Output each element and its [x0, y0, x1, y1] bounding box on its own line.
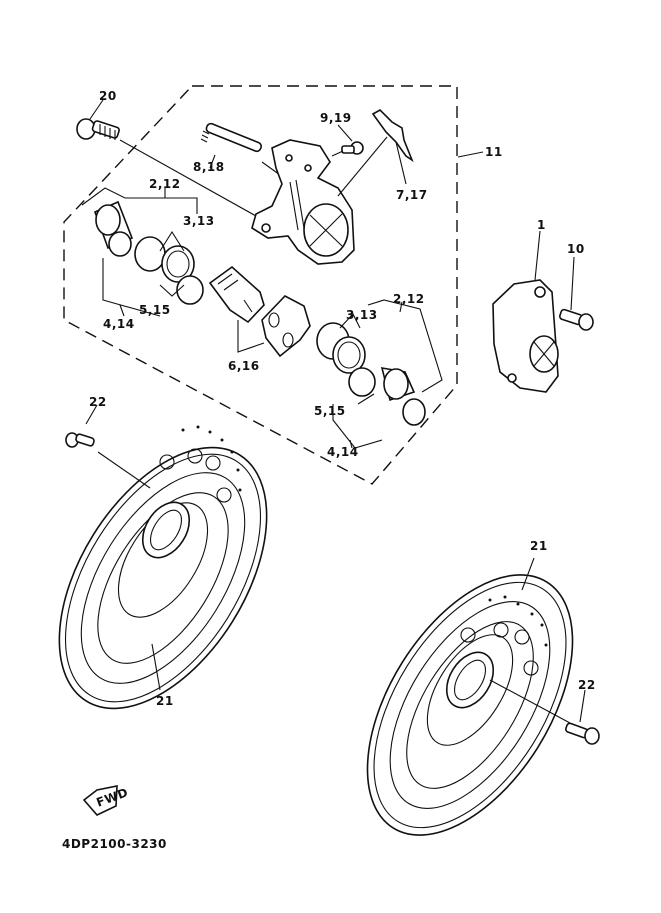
callout-8-18: 8,18: [193, 160, 225, 174]
piston-kit-left[interactable]: [93, 200, 204, 305]
brake-disc-right[interactable]: [325, 540, 614, 871]
callout-10: 10: [567, 242, 585, 256]
callout-5-15-left: 5,15: [139, 303, 171, 317]
pad-pin[interactable]: [200, 122, 262, 153]
piston-kit-right[interactable]: [316, 322, 426, 426]
callout-21-left: 21: [156, 694, 174, 708]
callout-6-16: 6,16: [228, 359, 260, 373]
disc-bolt-left[interactable]: [65, 432, 95, 448]
callout-22-left: 22: [89, 395, 107, 409]
fwd-arrow-icon: FWD: [82, 785, 130, 816]
caliper-assembly[interactable]: [492, 279, 559, 393]
callout-22-right: 22: [578, 678, 596, 692]
brake-pad-kit[interactable]: [208, 265, 311, 358]
caliper-body[interactable]: [251, 139, 355, 265]
callout-4-14-right: 4,14: [327, 445, 359, 459]
callout-2-12-right: 2,12: [393, 292, 425, 306]
callout-21-right: 21: [530, 539, 548, 553]
callout-7-17: 7,17: [396, 188, 428, 202]
caliper-bolt[interactable]: [558, 308, 594, 331]
callout-3-13-right: 3,13: [346, 308, 378, 322]
disc-bolt-right[interactable]: [564, 722, 600, 745]
drawing-code: 4DP2100-3230: [62, 837, 167, 851]
bleed-screw[interactable]: [341, 141, 364, 155]
callout-9-19: 9,19: [320, 111, 352, 125]
callout-20: 20: [99, 89, 117, 103]
leader-11: [457, 151, 484, 158]
callout-1: 1: [537, 218, 546, 232]
callout-4-14-left: 4,14: [103, 317, 135, 331]
brake-disc-left[interactable]: [17, 412, 310, 745]
callout-5-15-right: 5,15: [314, 404, 346, 418]
callout-11: 11: [485, 145, 503, 159]
callout-3-13-left: 3,13: [183, 214, 215, 228]
caliper-assembly-boundary: [63, 85, 458, 485]
callout-2-12-left: 2,12: [149, 177, 181, 191]
pad-spring-clip[interactable]: [371, 109, 414, 163]
caliper-mount-bolt[interactable]: [76, 118, 120, 140]
